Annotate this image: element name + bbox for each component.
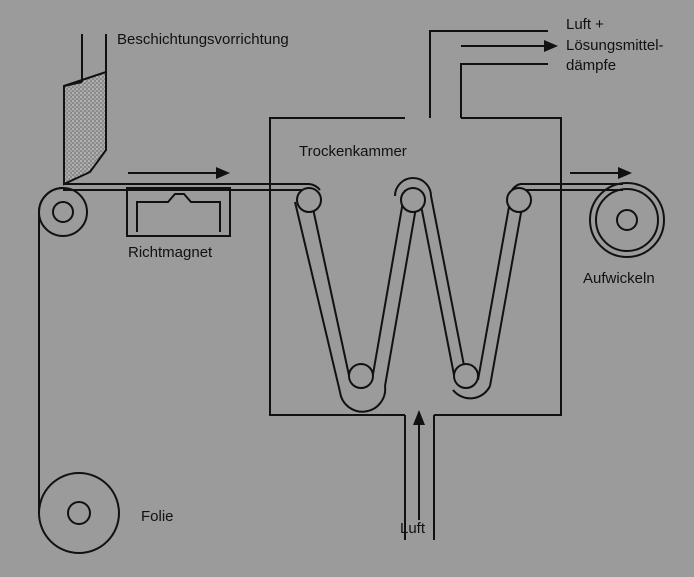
coating-device-label: Beschichtungsvorrichtung — [117, 31, 289, 48]
roller-bottom-2 — [453, 363, 479, 389]
guide-roller-left — [38, 187, 88, 237]
roller-top-2 — [400, 187, 426, 213]
take-up-reel — [589, 182, 665, 258]
air-label: Luft — [400, 520, 426, 537]
coating-hopper — [63, 34, 107, 186]
chamber-label: Trockenkammer — [299, 143, 407, 160]
flow-arrow-in — [128, 167, 230, 179]
flow-arrow-out — [570, 167, 632, 179]
winding-label: Aufwickeln — [583, 270, 655, 287]
chamber-rollers — [296, 187, 532, 389]
foil-label: Folie — [141, 508, 174, 525]
roller-bottom-1 — [348, 363, 374, 389]
air-inlet-arrow — [413, 410, 425, 520]
exhaust-label-line1: Luft + — [566, 16, 604, 33]
magnet-label: Richtmagnet — [128, 244, 213, 261]
drying-chamber — [269, 30, 562, 540]
serpentine-film — [294, 177, 525, 413]
alignment-magnet — [126, 187, 231, 237]
roller-top-1 — [296, 187, 322, 213]
roller-top-3 — [506, 187, 532, 213]
foil-reel — [38, 472, 120, 554]
exhaust-arrow — [461, 40, 558, 52]
exhaust-label-line3: dämpfe — [566, 57, 617, 74]
exhaust-label-line2: Lösungsmittel- — [566, 37, 664, 54]
